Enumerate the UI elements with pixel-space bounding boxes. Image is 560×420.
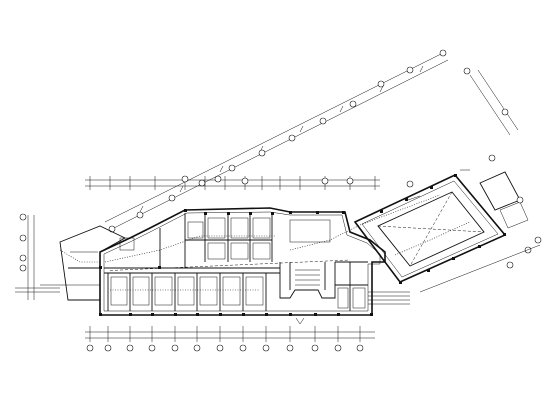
electrical-wiring	[59, 194, 471, 291]
left-dimension-chain	[15, 213, 60, 300]
east-hall	[353, 171, 542, 305]
top-dimension-chain	[85, 175, 414, 190]
main-building	[40, 207, 386, 316]
structural-columns	[99, 174, 506, 316]
bottom-dimension-chain	[85, 326, 375, 352]
right-diagonal-dimension	[463, 67, 519, 162]
annotation-marks	[295, 169, 470, 325]
diagonal-grid-bubbles	[108, 49, 447, 233]
